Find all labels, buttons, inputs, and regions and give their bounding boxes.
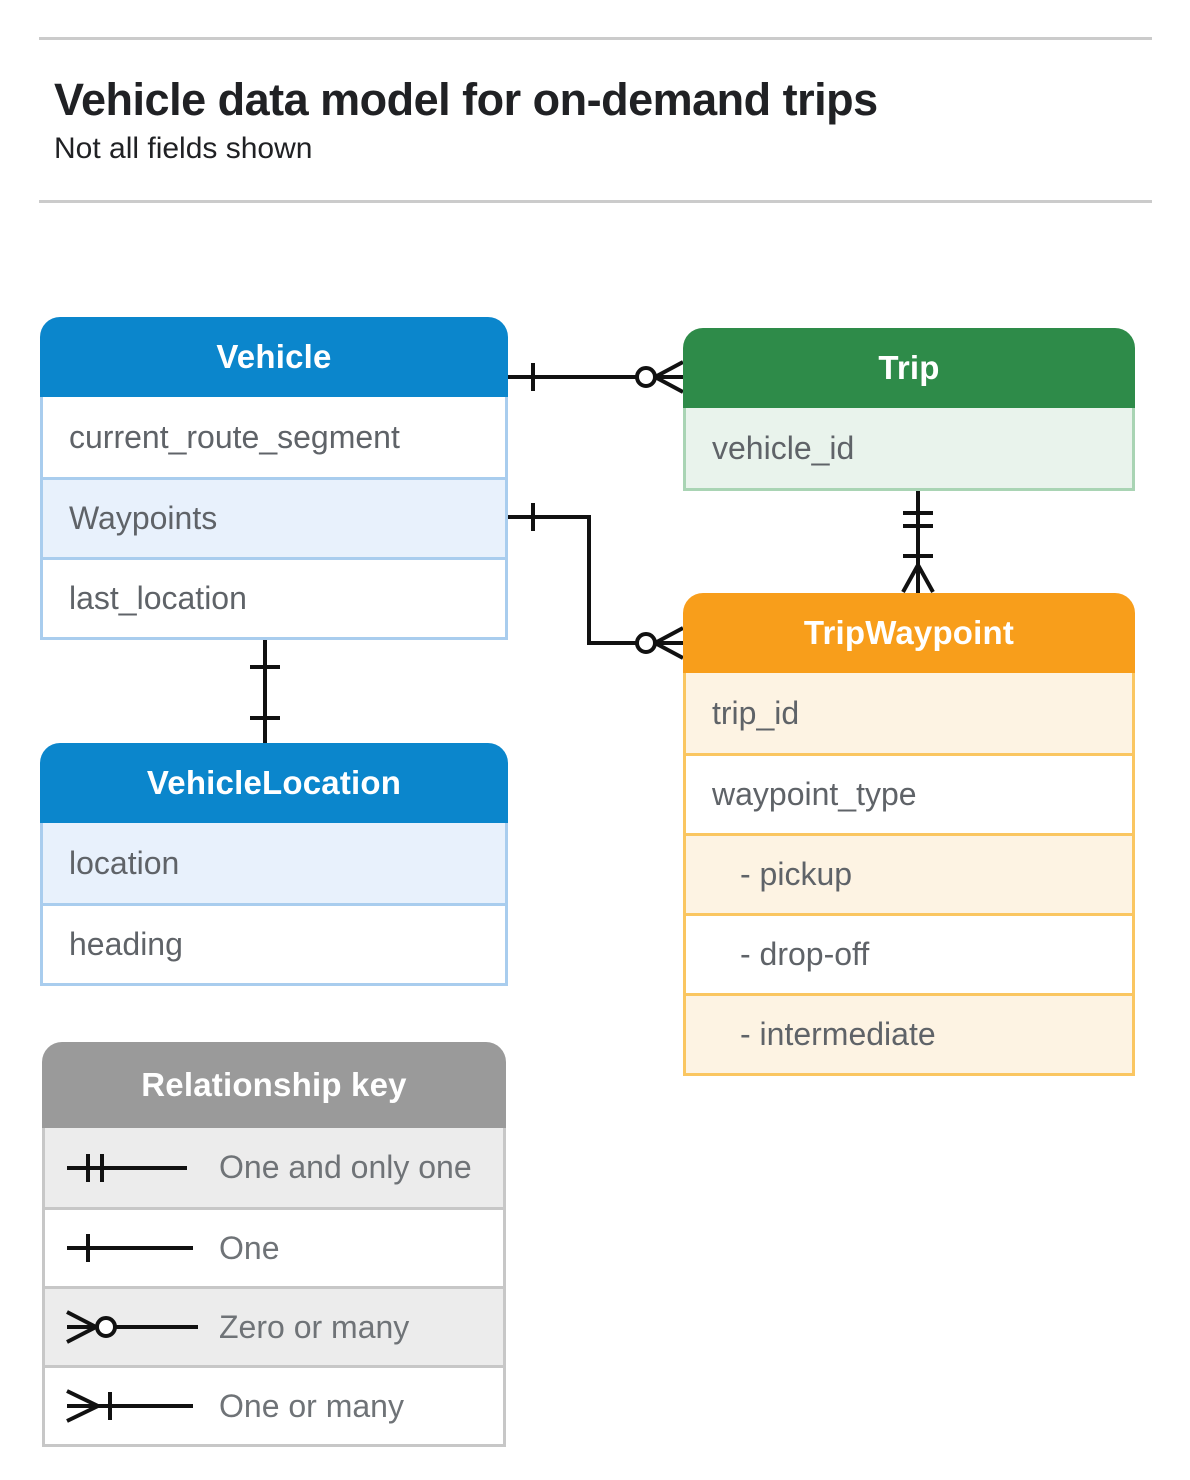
legend-row: One	[45, 1207, 503, 1286]
header-divider	[39, 200, 1152, 203]
entity-tripwaypoint-fields: trip_id waypoint_type - pickup - drop-of…	[683, 673, 1135, 1076]
connector-vehicle-trip	[507, 360, 684, 394]
legend-row: One and only one	[45, 1128, 503, 1207]
legend-label: One or many	[219, 1387, 404, 1424]
field-row: waypoint_type	[686, 753, 1132, 833]
entity-trip: Trip vehicle_id	[683, 328, 1135, 491]
connector-trip-tripwaypoint	[901, 488, 935, 593]
legend-label: One and only one	[219, 1149, 472, 1185]
entity-vehiclelocation: VehicleLocation location heading	[40, 743, 508, 986]
zero-circle	[635, 366, 657, 388]
legend-label: One	[219, 1229, 280, 1266]
one-or-many-symbol	[66, 1389, 193, 1423]
top-divider	[39, 37, 1152, 40]
entity-vehicle-fields: current_route_segment Waypoints last_loc…	[40, 397, 508, 640]
connector-waypoints-tripwaypoint	[507, 503, 684, 660]
crow-foot	[654, 360, 684, 394]
legend-label: Zero or many	[219, 1308, 410, 1345]
legend-row: Zero or many	[45, 1286, 503, 1365]
field-row: - drop-off	[686, 913, 1132, 993]
page-subtitle: Not all fields shown	[54, 132, 313, 165]
entity-trip-fields: vehicle_id	[683, 408, 1135, 491]
field-row: Waypoints	[43, 477, 505, 557]
field-row: - pickup	[686, 833, 1132, 913]
entity-vehiclelocation-fields: location heading	[40, 823, 508, 986]
one-and-only-one-ticks	[903, 511, 933, 528]
field-row: - intermediate	[686, 993, 1132, 1073]
crow-foot	[901, 564, 935, 593]
relationship-key-title: Relationship key	[42, 1042, 506, 1128]
entity-vehiclelocation-title: VehicleLocation	[40, 743, 508, 823]
page-title: Vehicle data model for on-demand trips	[54, 74, 878, 125]
field-row: location	[43, 823, 505, 903]
crow-foot	[654, 626, 684, 660]
legend-row: One or many	[45, 1365, 503, 1444]
entity-vehicle: Vehicle current_route_segment Waypoints …	[40, 317, 508, 640]
field-row: heading	[43, 903, 505, 983]
entity-vehicle-title: Vehicle	[40, 317, 508, 397]
relationship-key-rows: One and only one One Zero or many On	[42, 1128, 506, 1447]
entity-tripwaypoint: TripWaypoint trip_id waypoint_type - pic…	[683, 593, 1135, 1076]
entity-trip-title: Trip	[683, 328, 1135, 408]
one-symbol	[67, 1234, 193, 1262]
zero-circle	[635, 632, 657, 654]
field-row: last_location	[43, 557, 505, 637]
entity-tripwaypoint-title: TripWaypoint	[683, 593, 1135, 673]
field-row: current_route_segment	[43, 397, 505, 477]
relationship-key: Relationship key One and only one One	[42, 1042, 506, 1447]
field-row: vehicle_id	[686, 408, 1132, 488]
field-row: trip_id	[686, 673, 1132, 753]
one-and-only-one-symbol	[67, 1153, 187, 1182]
zero-or-many-symbol	[66, 1310, 198, 1344]
connector-vehicle-vehiclelocation	[250, 637, 280, 743]
